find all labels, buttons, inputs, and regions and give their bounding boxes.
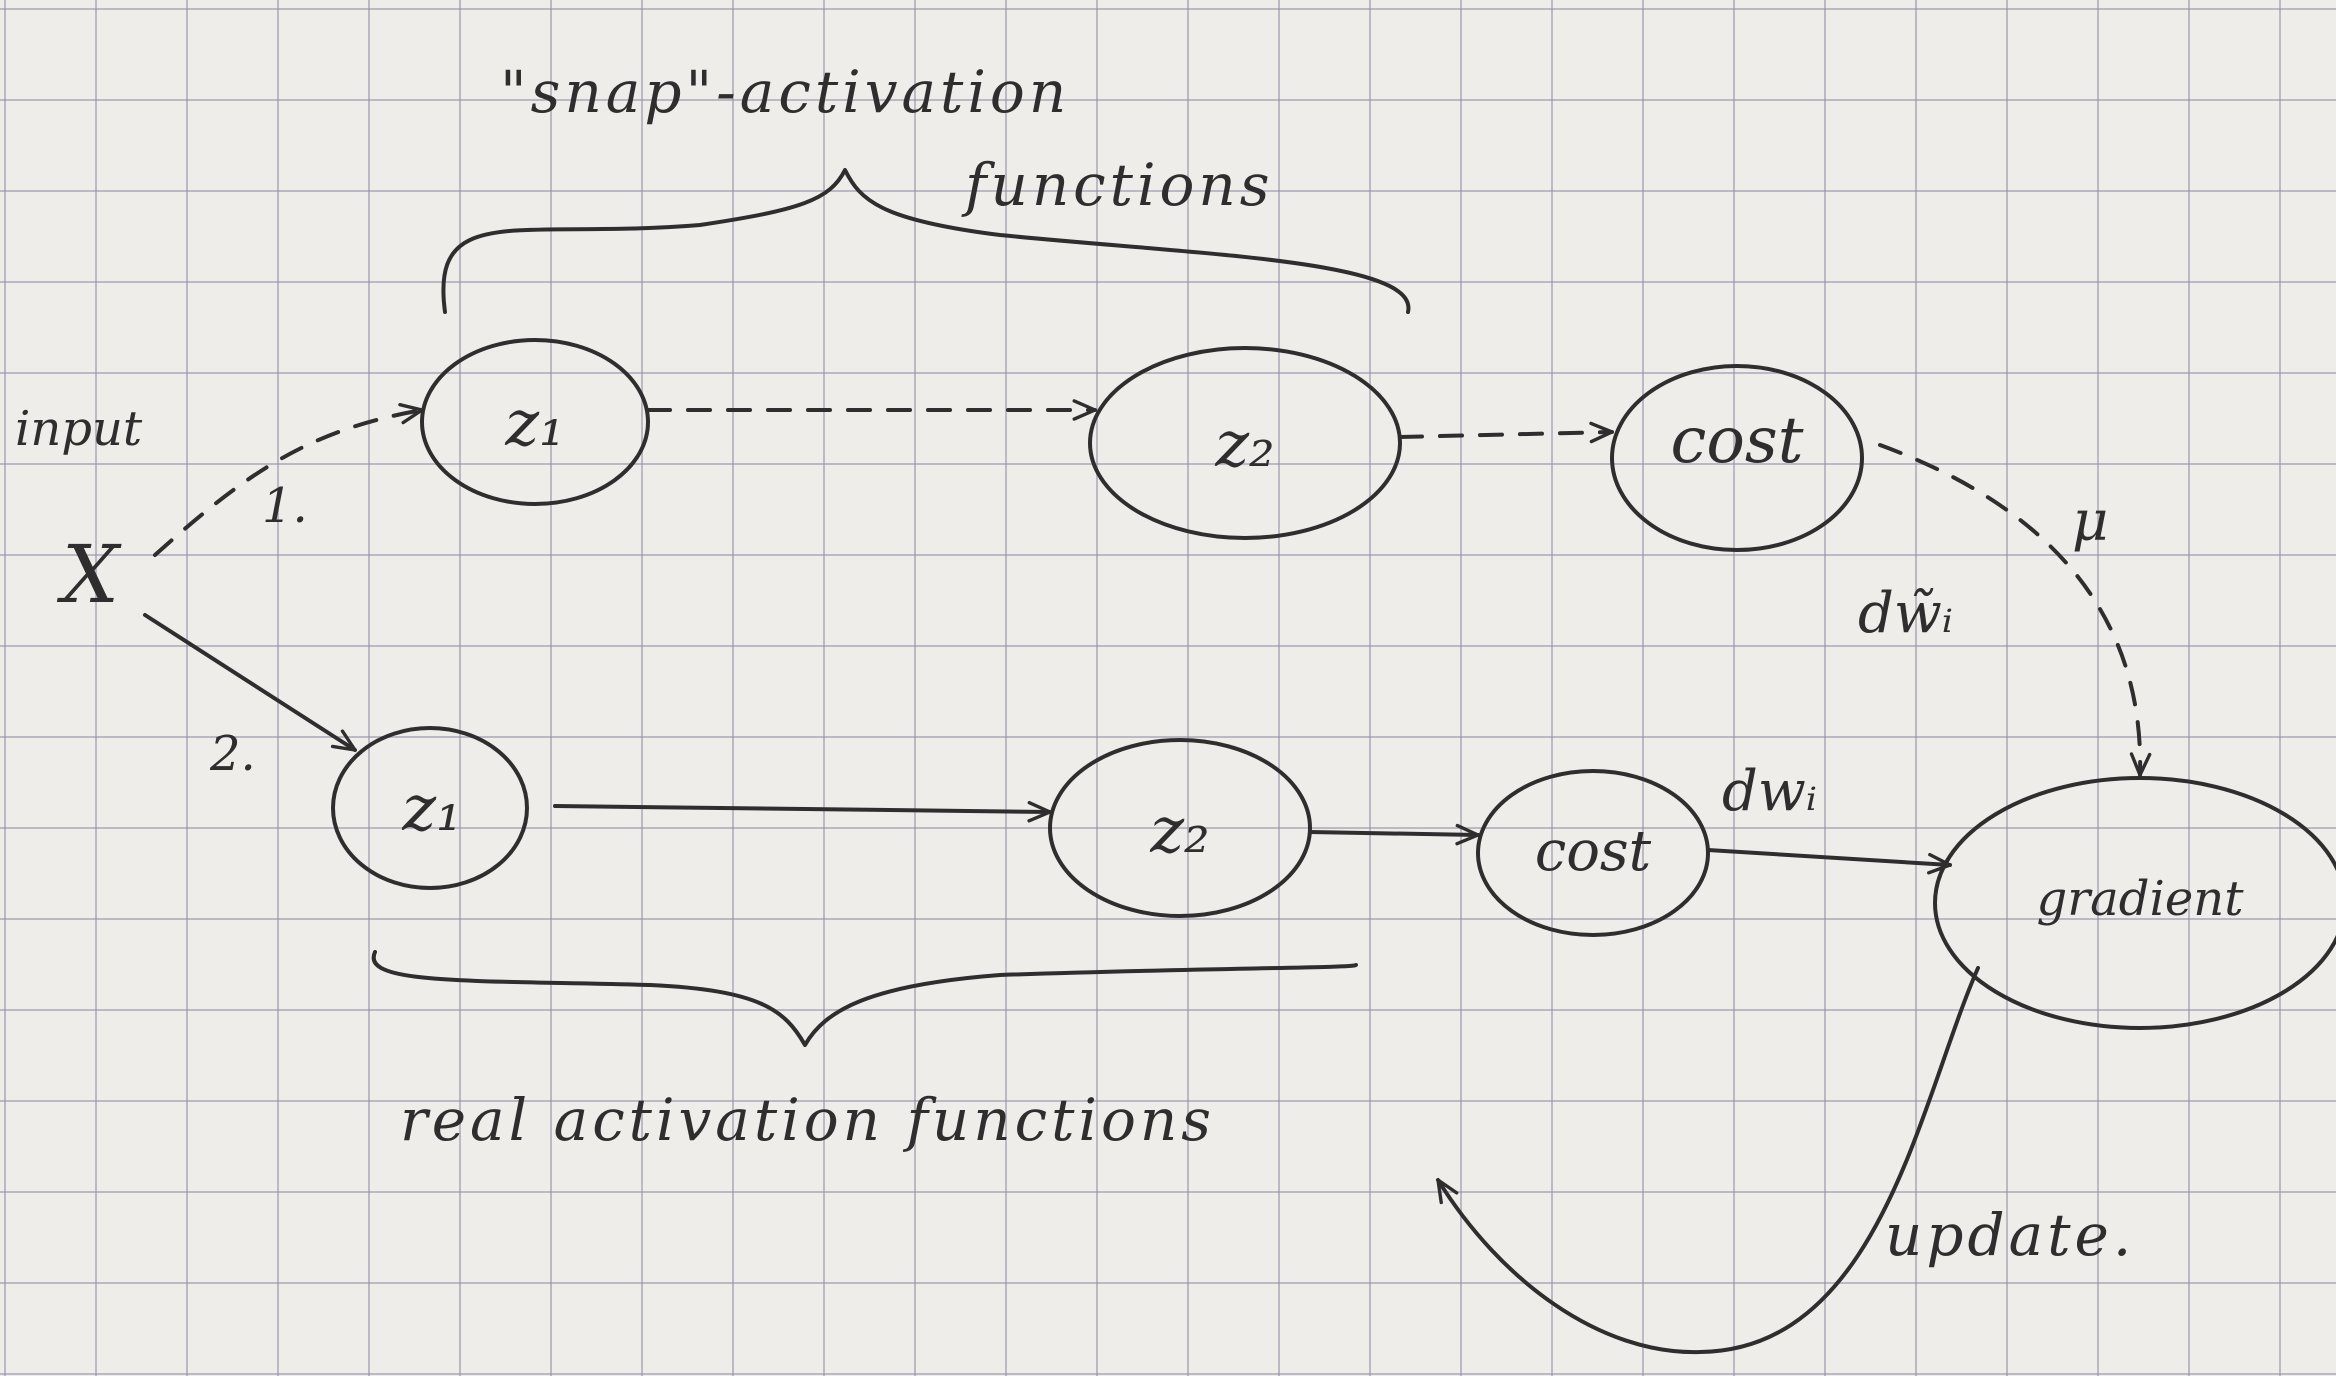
- snap-title-line1: "snap"-activation: [500, 58, 1070, 126]
- node-cost-snap-label: cost: [1671, 404, 1804, 478]
- edge-z1-to-z2-real: [553, 800, 1052, 823]
- mu-label: μ: [2072, 489, 2108, 554]
- edge-cost-real-to-gradient: [1706, 848, 1952, 875]
- edge-z2-to-cost-real: [1308, 823, 1480, 846]
- node-z1-real-label: z₁: [401, 772, 461, 846]
- dw-label: dwᵢ: [1722, 759, 1817, 824]
- node-z1-snap: z₁: [420, 338, 650, 506]
- node-z2-snap: z₂: [1088, 346, 1402, 540]
- snap-title-line2: functions: [961, 151, 1274, 219]
- node-cost-snap: cost: [1610, 364, 1864, 552]
- node-cost-real: cost: [1476, 769, 1710, 937]
- node-z2-snap-label: z₂: [1214, 408, 1274, 482]
- node-gradient: gradient: [1933, 776, 2336, 1030]
- path-2-label: 2.: [209, 726, 256, 782]
- real-title: real activation functions: [400, 1086, 1215, 1154]
- edge-z2-to-cost-snap: [1398, 421, 1614, 444]
- node-z2-real-label: z₂: [1149, 794, 1209, 868]
- edge-x-to-z1-real: [143, 613, 357, 752]
- dw-tilde-label: dw̃ᵢ: [1858, 581, 1953, 646]
- edge-x-to-z1-snap: [153, 403, 424, 557]
- node-z1-real: z₁: [331, 726, 529, 890]
- node-cost-real-label: cost: [1535, 819, 1652, 884]
- snap-brace: [441, 168, 1411, 314]
- update-label: update.: [1885, 1201, 2135, 1269]
- node-gradient-label: gradient: [2037, 871, 2245, 927]
- node-z1-snap-label: z₁: [504, 387, 564, 461]
- path-1-label: 1.: [262, 478, 308, 534]
- edge-update-loop: [1436, 966, 1980, 1355]
- input-label: input: [15, 401, 143, 457]
- real-brace: [371, 950, 1358, 1047]
- input-x-label: X: [56, 528, 122, 621]
- node-z2-real: z₂: [1048, 738, 1312, 918]
